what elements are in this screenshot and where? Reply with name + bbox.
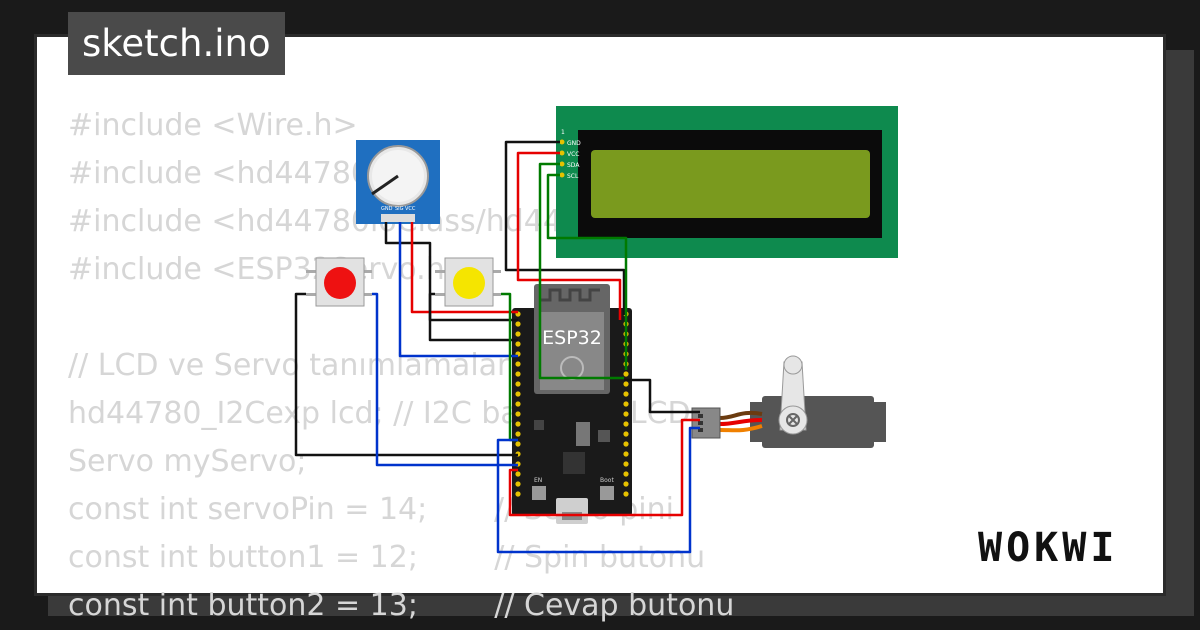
wires <box>294 140 700 554</box>
header-pin <box>515 411 521 417</box>
potentiometer[interactable]: GND SIG VCC <box>356 140 440 224</box>
header-pin <box>623 461 629 467</box>
boot-button[interactable] <box>600 486 614 500</box>
wokwi-logo: WOKWI <box>978 525 1119 571</box>
lcd-pin-label: SCL <box>567 173 579 180</box>
left-header-pins <box>515 311 521 497</box>
esp32-board[interactable]: ESP32 EN Boot <box>512 284 632 524</box>
pot-pin-label: GND <box>381 206 393 212</box>
header-pin <box>623 371 629 377</box>
header-pin <box>515 491 521 497</box>
header-pin <box>515 331 521 337</box>
pot-pin-labels: GND SIG VCC <box>381 206 416 212</box>
code-line: // LCD ve Servo tanımlamaları <box>68 348 518 383</box>
right-header-pins <box>623 311 629 497</box>
header-pin <box>515 401 521 407</box>
code-line: Servo myServo; <box>68 444 307 479</box>
en-label: EN <box>534 477 542 484</box>
lcd-pin-label: VCC <box>567 151 579 158</box>
pot-pin-label: VCC <box>405 206 416 212</box>
lcd-pin-label: GND <box>567 140 581 147</box>
en-button[interactable] <box>532 486 546 500</box>
lcd-pin-label: SDA <box>567 162 580 169</box>
header-pin <box>515 371 521 377</box>
red-pushbutton[interactable] <box>306 257 372 307</box>
yellow-pushbutton[interactable] <box>435 257 501 307</box>
header-pin <box>515 441 521 447</box>
header-pin <box>515 471 521 477</box>
lcd-pin-labels: 1 GND VCC SDA SCL <box>561 129 581 180</box>
header-pin <box>623 491 629 497</box>
header-pin <box>515 391 521 397</box>
lcd-display[interactable]: 1 GND VCC SDA SCL <box>556 106 898 258</box>
file-title: sketch.ino <box>68 12 285 75</box>
header-pin <box>623 441 629 447</box>
header-pin <box>623 401 629 407</box>
code-line: const int button1 = 12; // Spin butonu <box>68 540 706 575</box>
header-pin <box>515 341 521 347</box>
code-line: #include <Wire.h> <box>68 108 358 143</box>
header-pin <box>515 361 521 367</box>
board-label: ESP32 <box>542 327 602 349</box>
header-pin <box>623 391 629 397</box>
code-line: hd44780_I2Cexp lcd; // I2C bağlantılı LC… <box>68 396 691 431</box>
header-pin <box>623 411 629 417</box>
header-pin <box>623 431 629 437</box>
header-pin <box>623 381 629 387</box>
header-pin <box>515 421 521 427</box>
lcd-pin-label: 1 <box>561 129 565 136</box>
header-pin <box>515 381 521 387</box>
header-pin <box>623 471 629 477</box>
boot-label: Boot <box>600 477 614 484</box>
header-pin <box>515 481 521 487</box>
pot-pin-label: SIG <box>395 206 404 212</box>
header-pin <box>515 431 521 437</box>
header-pin <box>623 421 629 427</box>
header-pin <box>623 481 629 487</box>
header-pin <box>623 451 629 457</box>
servo-motor[interactable] <box>691 355 886 448</box>
header-pin <box>515 321 521 327</box>
code-line: const int button2 = 13; // Cevap butonu <box>68 588 735 623</box>
